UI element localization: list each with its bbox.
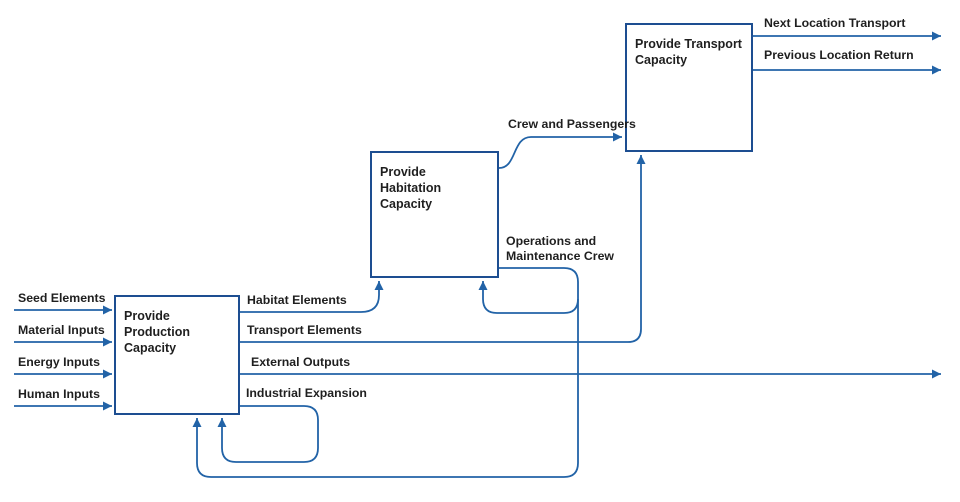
node-provide-production-capacity: Provide Production Capacity xyxy=(114,295,240,415)
transport-elements-arrow xyxy=(240,155,646,343)
crew-and-passengers-arrow xyxy=(498,132,622,169)
label-external-outputs: External Outputs xyxy=(251,355,351,369)
operations-maintenance-crew-return-loop-arrow xyxy=(478,281,579,314)
industrial-expansion-loop-arrow xyxy=(217,405,319,463)
label-human-inputs: Human Inputs xyxy=(18,387,100,401)
label-industrial-expansion: Industrial Expansion xyxy=(246,386,367,400)
node-provide-transport-capacity: Provide Transport Capacity xyxy=(625,23,753,152)
label-crew-and-passengers: Crew and Passengers xyxy=(508,117,636,131)
node-label: Provide Production Capacity xyxy=(124,309,190,355)
label-next-location-transport: Next Location Transport xyxy=(764,16,906,30)
node-label: Provide Transport Capacity xyxy=(635,37,742,67)
label-seed-elements: Seed Elements xyxy=(18,291,106,305)
label-material-inputs: Material Inputs xyxy=(18,323,105,337)
label-operations-and-maintenance-crew: Operations and Maintenance Crew xyxy=(506,234,614,263)
habitat-elements-arrow xyxy=(240,281,384,313)
label-previous-location-return: Previous Location Return xyxy=(764,48,914,62)
operations-maintenance-crew-to-production-arrow xyxy=(192,267,579,478)
node-provide-habitation-capacity: Provide Habitation Capacity xyxy=(370,151,499,278)
label-transport-elements: Transport Elements xyxy=(247,323,362,337)
label-energy-inputs: Energy Inputs xyxy=(18,355,100,369)
node-label: Provide Habitation Capacity xyxy=(380,165,442,211)
label-habitat-elements: Habitat Elements xyxy=(247,293,347,307)
